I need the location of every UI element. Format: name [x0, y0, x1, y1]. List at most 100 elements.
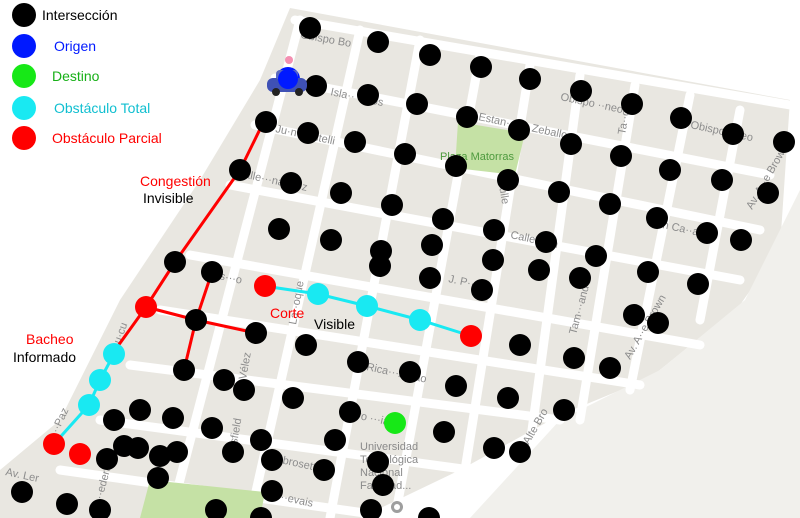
intersection-node-37 — [696, 222, 718, 244]
partial-obstacle-node-4 — [69, 443, 91, 465]
intersection-node-83 — [166, 441, 188, 463]
intersection-node-81 — [127, 437, 149, 459]
destination-legend-dot — [12, 64, 36, 88]
intersection-node-33 — [483, 219, 505, 241]
intersection-node-90 — [147, 467, 169, 489]
intersection-node-92 — [360, 499, 382, 518]
intersection-node-17 — [255, 111, 277, 133]
legend-label-partial-obstacle: Obstáculo Parcial — [52, 130, 162, 146]
intersection-node-65 — [233, 379, 255, 401]
intersection-node-25 — [659, 159, 681, 181]
total-obstacle-node-3 — [103, 343, 125, 365]
intersection-node-52 — [569, 267, 591, 289]
intersection-node-11 — [508, 119, 530, 141]
destination-node — [384, 412, 406, 434]
intersection-node-54 — [647, 312, 669, 334]
intersection-node-68 — [445, 375, 467, 397]
intersection-node-56 — [245, 322, 267, 344]
street-row-4 — [185, 250, 705, 350]
congestion-label: Congestión — [140, 173, 211, 189]
intersection-node-3 — [470, 56, 492, 78]
intersection-node-20 — [394, 143, 416, 165]
legend-item-partial-obstacle: Obstáculo Parcial — [12, 125, 162, 151]
origin-marker — [278, 69, 298, 89]
intersection-node-14 — [670, 107, 692, 129]
intersection-node-8 — [357, 84, 379, 106]
intersection-node-2 — [419, 44, 441, 66]
intersection-node-22 — [497, 169, 519, 191]
intersection-node-28 — [229, 159, 251, 181]
legend-item-total-obstacle: Obstáculo Total — [12, 95, 150, 121]
intersection-node-85 — [261, 449, 283, 471]
intersection-node-44 — [528, 259, 550, 281]
legend-label-origin: Origen — [54, 38, 97, 54]
intersection-node-76 — [324, 429, 346, 451]
intersection-node-46 — [687, 273, 709, 295]
intersection-node-62 — [599, 357, 621, 379]
intersection-node-66 — [282, 387, 304, 409]
street-row-6 — [125, 360, 565, 425]
intersection-node-18 — [297, 122, 319, 144]
partial-obstacle-legend-dot — [12, 126, 36, 150]
intersection-node-19 — [344, 131, 366, 153]
total-obstacle-node-2 — [409, 309, 431, 331]
intersection-node-72 — [103, 409, 125, 431]
street-label-velez: Vélez — [237, 351, 254, 380]
plaza-matorras-park — [455, 122, 525, 175]
intersection-node-27 — [757, 182, 779, 204]
intersection-node-29 — [280, 172, 302, 194]
intersection-node-53 — [623, 304, 645, 326]
legend-label-intersection: Intersección — [42, 7, 118, 23]
intersection-node-77 — [433, 421, 455, 443]
partial-obstacle-node-2 — [460, 325, 482, 347]
intersection-node-78 — [483, 437, 505, 459]
intersection-node-87 — [367, 451, 389, 473]
intersection-node-13 — [610, 145, 632, 167]
intersection-node-23 — [548, 181, 570, 203]
car-wheel-front — [295, 88, 303, 96]
intersection-node-67 — [339, 401, 361, 423]
legend-label-total-obstacle: Obstáculo Total — [54, 100, 151, 116]
partial-obstacle-node-3 — [43, 433, 65, 455]
street-label-tamo: Ta··o — [616, 109, 632, 136]
intersection-node-59 — [399, 361, 421, 383]
intersection-node-63 — [173, 359, 195, 381]
bacheo-route-line — [52, 352, 116, 446]
intersection-node-88 — [372, 474, 394, 496]
intersection-node-75 — [250, 429, 272, 451]
intersection-node-86 — [313, 459, 335, 481]
legend-item-destination: Destino — [12, 63, 99, 89]
intersection-node-47 — [164, 251, 186, 273]
bacheo-visibility-label: Informado — [13, 349, 77, 365]
intersection-node-98 — [418, 507, 440, 518]
intersection-node-74 — [201, 417, 223, 439]
total-obstacle-node-5 — [78, 394, 100, 416]
campus-marker-inner — [394, 504, 400, 510]
intersection-node-95 — [89, 499, 111, 518]
intersection-node-91 — [261, 480, 283, 502]
street-row-5 — [155, 305, 645, 390]
total-obstacle-legend-dot — [12, 96, 36, 120]
campus-marker-icon — [391, 501, 403, 513]
intersection-node-55 — [185, 309, 207, 331]
intersection-node-21 — [445, 155, 467, 177]
map-base — [0, 8, 790, 518]
intersection-node-73 — [162, 407, 184, 429]
congestion-visibility-label: Invisible — [143, 190, 194, 206]
street-col-7 — [625, 90, 695, 395]
intersection-node-69 — [497, 387, 519, 409]
intersection-node-35 — [585, 245, 607, 267]
lower-park — [140, 480, 265, 518]
intersection-node-70 — [553, 399, 575, 421]
intersection-node-9 — [406, 93, 428, 115]
corte-label: Corte — [270, 305, 305, 321]
intersection-node-97 — [250, 507, 272, 518]
street-col-6 — [575, 80, 640, 425]
intersection-node-16 — [773, 131, 795, 153]
intersection-node-10 — [456, 106, 478, 128]
legend-label-destination: Destino — [52, 68, 100, 84]
intersection-node-7 — [305, 75, 327, 97]
total-obstacle-node-4 — [89, 369, 111, 391]
